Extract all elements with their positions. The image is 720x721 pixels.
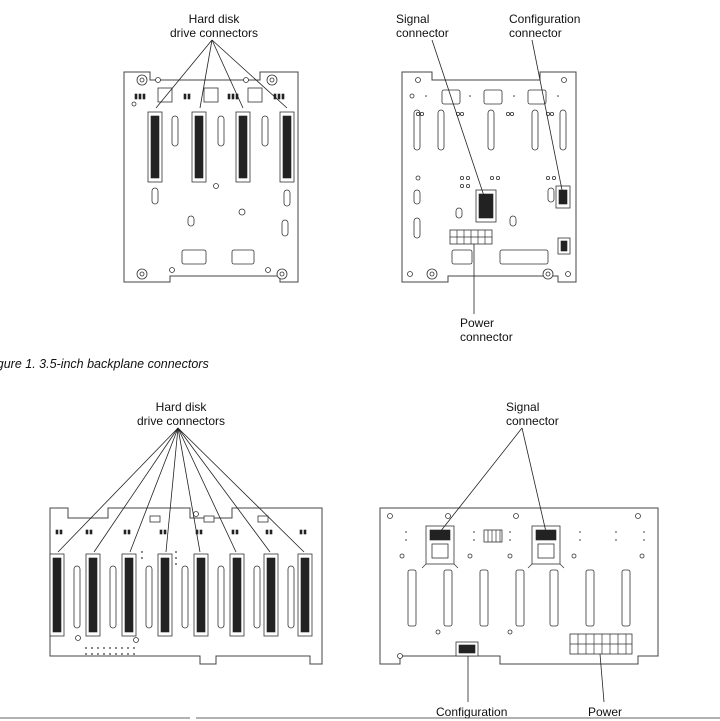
bottom-right-backplane	[379, 427, 659, 703]
hdd-connector-1	[147, 111, 163, 183]
top-left-hdd-label-line1: Hard disk	[188, 12, 240, 26]
bottom-right-signal-label: Signal connector	[506, 400, 559, 428]
top-right-signal-connector	[475, 189, 497, 223]
top-left-top-components	[131, 87, 285, 107]
bottom-left-hdd-label-line2: drive connectors	[137, 414, 226, 428]
bottom-right-config-label-text: Configuration	[436, 705, 508, 719]
bottom-right-power-connector	[569, 633, 633, 655]
top-right-config-label-line1: Configuration	[509, 12, 581, 26]
hdd-connector-b4	[157, 553, 173, 637]
top-right-leader-lines	[431, 39, 563, 314]
top-left-hdd-label: Hard disk drive connectors	[170, 12, 258, 40]
top-left-slots	[151, 115, 291, 265]
hdd-connector-b6	[229, 553, 245, 637]
bottom-left-hdd-connectors	[49, 553, 313, 637]
hdd-connector-b1	[49, 553, 65, 637]
bottom-right-small-connector	[483, 529, 503, 543]
top-right-config-label: Configuration connector	[509, 12, 580, 40]
bottom-right-config-connector	[455, 641, 479, 657]
top-left-leader-lines	[155, 39, 288, 109]
bottom-right-power-label: Power	[588, 705, 622, 719]
bottom-left-hdd-label: Hard disk drive connectors	[137, 400, 225, 428]
hdd-connector-b5	[193, 553, 209, 637]
bottom-right-signal-label-line1: Signal	[506, 400, 540, 414]
top-right-power-label-line2: connector	[460, 330, 513, 344]
top-left-hdd-connectors	[147, 111, 295, 183]
top-right-power-label: Power connector	[460, 316, 513, 344]
top-right-signal-label: Signal connector	[396, 12, 449, 40]
top-right-power-connector	[449, 229, 493, 245]
top-left-mount-holes	[136, 74, 288, 280]
top-left-backplane	[123, 39, 299, 283]
bottom-left-backplane	[49, 427, 323, 665]
bottom-right-config-label: Configuration	[436, 705, 507, 719]
hdd-connector-b8	[297, 553, 313, 637]
hdd-connector-b2	[85, 553, 101, 637]
bottom-left-pin-grid	[85, 551, 177, 655]
hdd-connector-3	[235, 111, 251, 183]
top-right-backplane	[401, 39, 577, 314]
aux-connector	[557, 237, 571, 255]
bottom-right-dots	[405, 531, 645, 541]
top-left-board-outline	[123, 71, 299, 283]
bottom-right-signal-connector-1	[421, 525, 459, 569]
hdd-connector-4	[279, 111, 295, 183]
top-left-hdd-label-line2: drive connectors	[170, 26, 259, 40]
bottom-left-hdd-label-line1: Hard disk	[155, 400, 207, 414]
bottom-right-mount-holes	[387, 513, 645, 659]
bottom-right-power-label-text: Power	[588, 705, 623, 719]
top-right-config-label-line2: connector	[509, 26, 562, 40]
bottom-left-slots	[73, 511, 295, 643]
hdd-connector-b7	[263, 553, 279, 637]
bottom-right-signal-label-line2: connector	[506, 414, 559, 428]
bottom-right-signal-connector-2	[527, 525, 565, 569]
hdd-connector-2	[191, 111, 207, 183]
top-right-config-connector	[555, 185, 571, 209]
figure-caption: igure 1. 3.5-inch backplane connectors	[0, 357, 209, 371]
hdd-connector-b3	[121, 553, 137, 637]
top-right-power-label-line1: Power	[460, 316, 495, 330]
top-right-components	[409, 89, 571, 265]
bottom-right-leader-lines	[439, 427, 605, 703]
top-right-mount-holes	[407, 77, 571, 280]
bottom-left-leader-lines	[57, 427, 305, 553]
top-right-signal-label-line1: Signal	[396, 12, 430, 26]
bottom-right-slots	[407, 569, 631, 627]
top-right-signal-label-line2: connector	[396, 26, 449, 40]
